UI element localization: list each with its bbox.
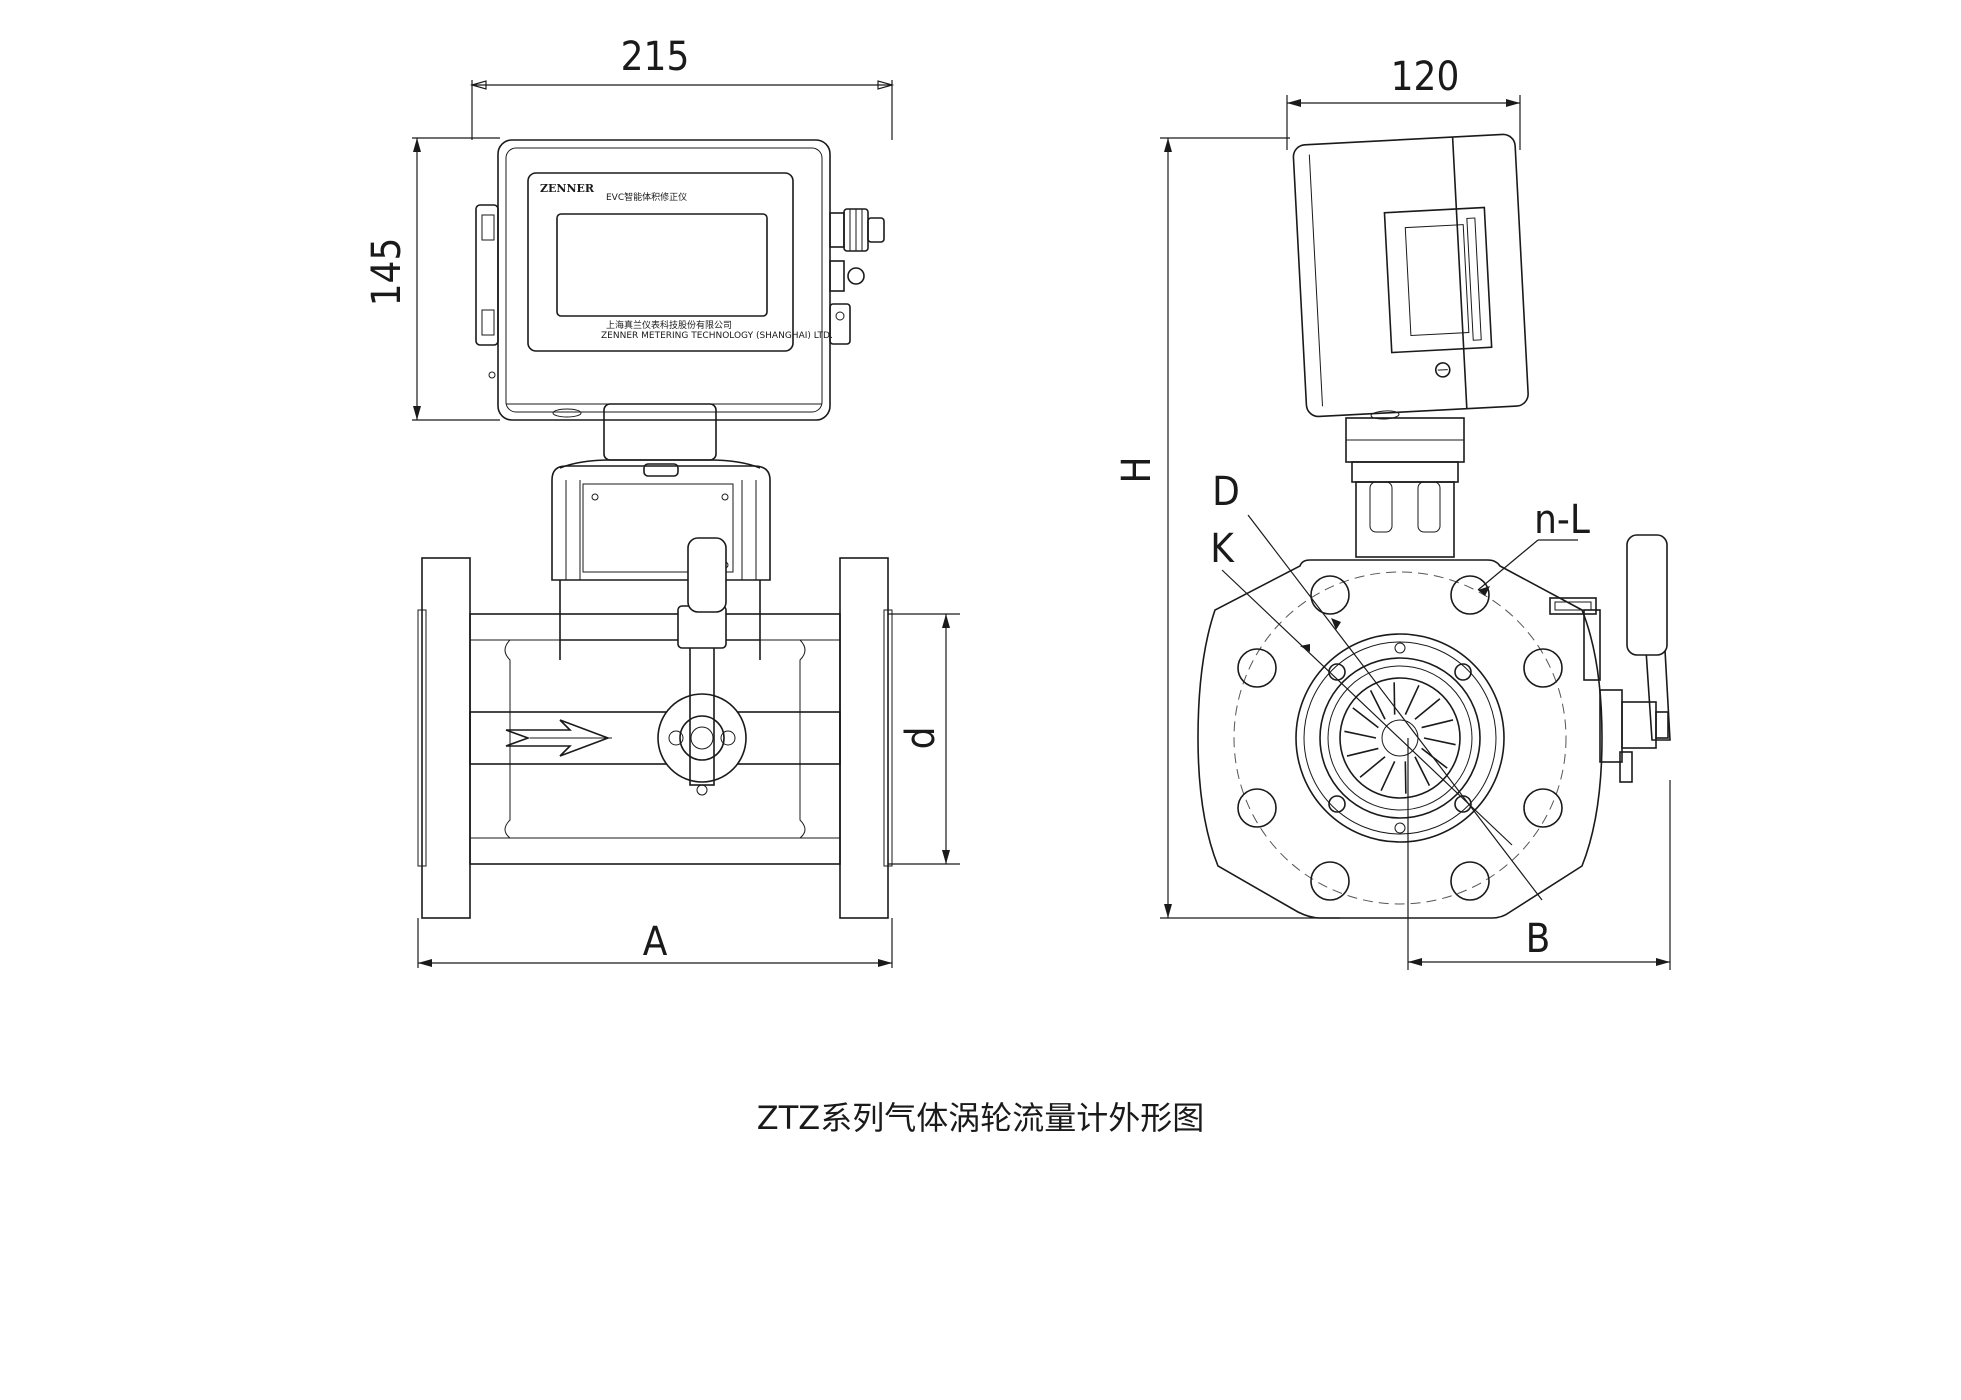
dim-K-label: K: [1210, 526, 1235, 572]
dimension-145: 145: [364, 137, 500, 421]
front-flanges: [417, 557, 893, 919]
dimension-120: 120: [1286, 54, 1521, 150]
front-valve: [657, 537, 747, 796]
side-valve-handle: [1549, 534, 1671, 783]
side-view: 120 H: [1114, 54, 1671, 970]
front-view: 215 145 ZENNER EVC智能体积修正仪 上海真兰仪表科技股份有限公: [364, 34, 960, 968]
side-converter: [1292, 133, 1529, 420]
turbine-blade: [1359, 756, 1386, 778]
brand-logo: ZENNER: [540, 182, 595, 195]
dim-145-label: 145: [364, 238, 410, 307]
dimension-a: A: [417, 918, 893, 968]
side-flange: [1197, 559, 1603, 919]
dim-B-label: B: [1526, 916, 1551, 962]
front-pipe-body: [469, 613, 841, 865]
turbine-blade: [1380, 761, 1396, 792]
dimension-h: H: [1114, 137, 1340, 919]
dim-D-label: D: [1212, 469, 1240, 515]
maker-cn: 上海真兰仪表科技股份有限公司: [606, 319, 732, 331]
turbine-blade: [1352, 707, 1379, 729]
dimension-B: B: [1407, 738, 1671, 970]
turbine-blade: [1369, 689, 1386, 720]
bolt-holes: [1237, 575, 1563, 901]
dim-215-label: 215: [621, 34, 690, 80]
turbine-blade: [1421, 719, 1454, 729]
front-index-housing: [551, 463, 771, 641]
turbine-blade: [1414, 698, 1441, 720]
device-name: EVC智能体积修正仪: [606, 191, 687, 203]
dimension-D: D: [1212, 469, 1543, 901]
turbine-blade: [1404, 684, 1420, 715]
dimension-K: K: [1210, 526, 1513, 846]
drawing-caption: ZTZ系列气体涡轮流量计外形图: [756, 1099, 1205, 1137]
dim-d-label: d: [898, 727, 944, 750]
turbine-blade: [1423, 737, 1456, 746]
dim-a-label: A: [643, 919, 668, 965]
turbine-blade: [1414, 756, 1431, 787]
side-neck: [1345, 417, 1465, 558]
turbine-blade: [1346, 747, 1379, 757]
front-neck: [559, 403, 761, 469]
turbine-blades: [1344, 682, 1456, 794]
evc-converter: ZENNER EVC智能体积修正仪 上海真兰仪表科技股份有限公司 ZENNER …: [475, 139, 885, 421]
dimension-d: d: [888, 613, 960, 865]
turbine-blade: [1344, 730, 1377, 739]
dimension-215: 215: [469, 34, 895, 140]
maker-en: ZENNER METERING TECHNOLOGY (SHANGHAI) LT…: [601, 331, 833, 341]
dimension-nL: n-L: [1477, 497, 1590, 596]
dim-h-label: H: [1114, 456, 1160, 483]
lcd-display: [556, 213, 768, 317]
dim-120-label: 120: [1391, 54, 1460, 100]
dim-nL-label: n-L: [1534, 497, 1590, 543]
